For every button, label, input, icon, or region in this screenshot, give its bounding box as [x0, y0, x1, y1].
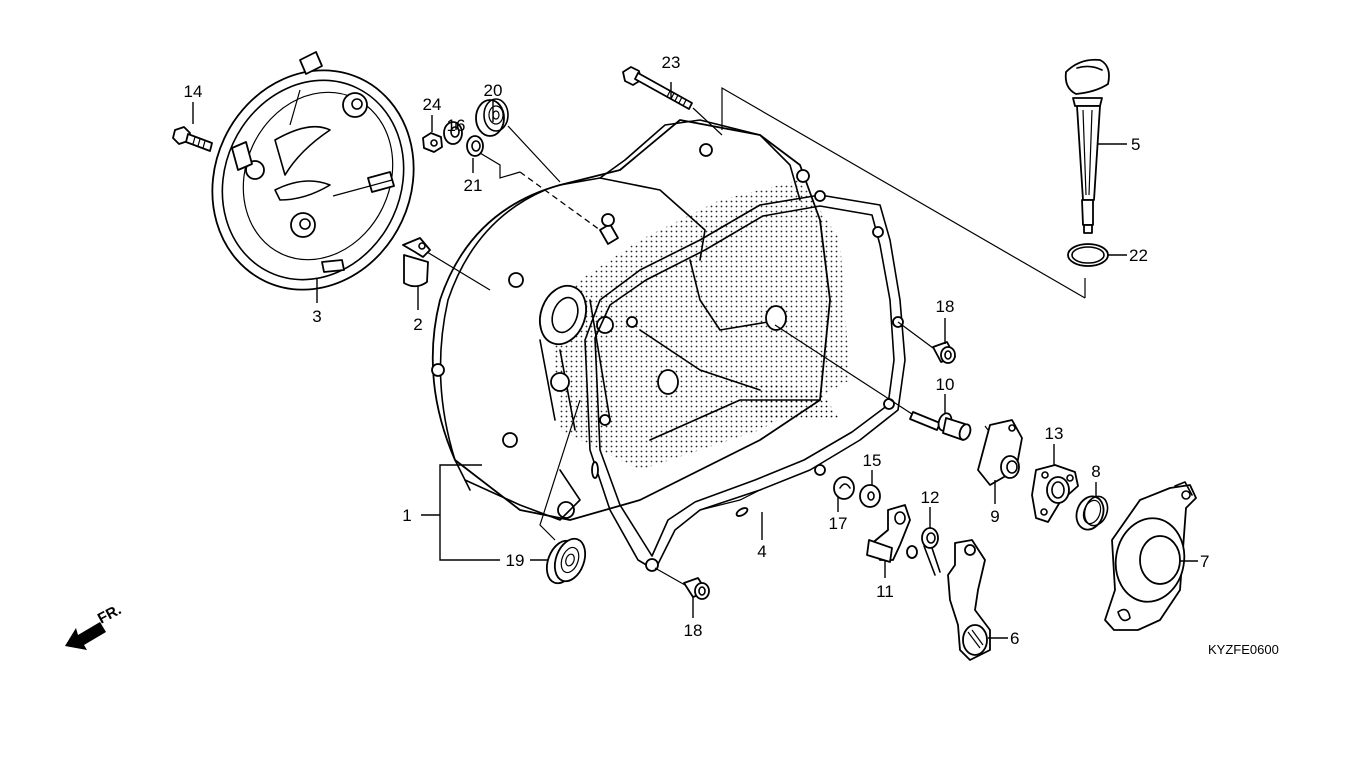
part-1-crankcase-cover[interactable] [431, 119, 850, 521]
part-16-washer[interactable] [443, 121, 463, 145]
callout-14[interactable]: 14 [184, 82, 203, 101]
part-24-long-bolt[interactable] [622, 66, 693, 110]
part-7-lifter-cover[interactable] [1104, 481, 1197, 631]
part-3-clutch-cover[interactable] [177, 37, 449, 323]
callout-22[interactable]: 22 [1129, 246, 1148, 265]
part-18-dowel-pin-upper[interactable] [932, 341, 956, 364]
callout-15[interactable]: 15 [863, 451, 882, 470]
callout-labels: 14 3 24 16 20 21 2 23 5 22 18 10 13 8 9 … [184, 53, 1210, 648]
callout-19[interactable]: 19 [506, 551, 525, 570]
callout-24[interactable]: 23 [662, 53, 681, 72]
part-18-dowel-pin-lower[interactable] [683, 577, 710, 600]
part-20-oil-seal[interactable] [475, 98, 509, 137]
part-11-lever-stopper[interactable] [866, 504, 918, 563]
callout-11[interactable]: 11 [876, 582, 894, 601]
callout-20[interactable]: 20 [484, 81, 503, 100]
part-10-stud-bolt[interactable] [909, 411, 972, 441]
callout-17[interactable]: 17 [829, 514, 848, 533]
part-4-gasket[interactable] [584, 190, 906, 572]
part-6-lifter-arm[interactable] [947, 539, 991, 661]
callout-5[interactable]: 5 [1131, 135, 1140, 154]
callout-16[interactable]: 16 [447, 116, 466, 135]
part-5-oil-gauge[interactable] [1064, 58, 1110, 234]
part-23-nut[interactable] [422, 132, 443, 153]
callout-7[interactable]: 7 [1200, 552, 1209, 571]
part-15-washer[interactable] [859, 484, 881, 508]
diagram-reference-code: KYZFE0600 [1208, 642, 1279, 657]
callout-6[interactable]: 6 [1010, 629, 1019, 648]
callout-1[interactable]: 1 [402, 506, 411, 525]
callout-21[interactable]: 21 [464, 176, 483, 195]
leader-lines [192, 82, 1198, 639]
callout-4[interactable]: 4 [757, 542, 766, 561]
part-12-return-spring[interactable] [921, 527, 941, 576]
part-21-lock-washer[interactable] [466, 135, 484, 157]
callout-10[interactable]: 10 [936, 375, 955, 394]
part-9-lifter-plate[interactable] [977, 419, 1023, 486]
callout-18-upper[interactable]: 18 [936, 297, 955, 316]
part-2-cable-clamp[interactable] [402, 237, 431, 288]
callout-9[interactable]: 9 [990, 507, 999, 526]
front-arrow-icon [65, 622, 106, 650]
part-22-o-ring[interactable] [1067, 243, 1109, 267]
part-8-spring[interactable] [1072, 493, 1111, 534]
callout-8[interactable]: 8 [1091, 462, 1100, 481]
callout-12[interactable]: 12 [921, 488, 940, 507]
part-17-clip[interactable] [833, 476, 855, 500]
front-direction-indicator: FR. [65, 601, 124, 650]
part-13-lifter-gasket[interactable] [1031, 464, 1079, 523]
part-19-bearing[interactable] [541, 535, 590, 588]
part-14-flange-bolt[interactable] [172, 126, 213, 152]
callout-18-lower[interactable]: 18 [684, 621, 703, 640]
callout-13[interactable]: 13 [1045, 424, 1064, 443]
callout-2[interactable]: 2 [413, 315, 422, 334]
callout-3[interactable]: 3 [312, 307, 321, 326]
callout-23[interactable]: 24 [423, 95, 442, 114]
